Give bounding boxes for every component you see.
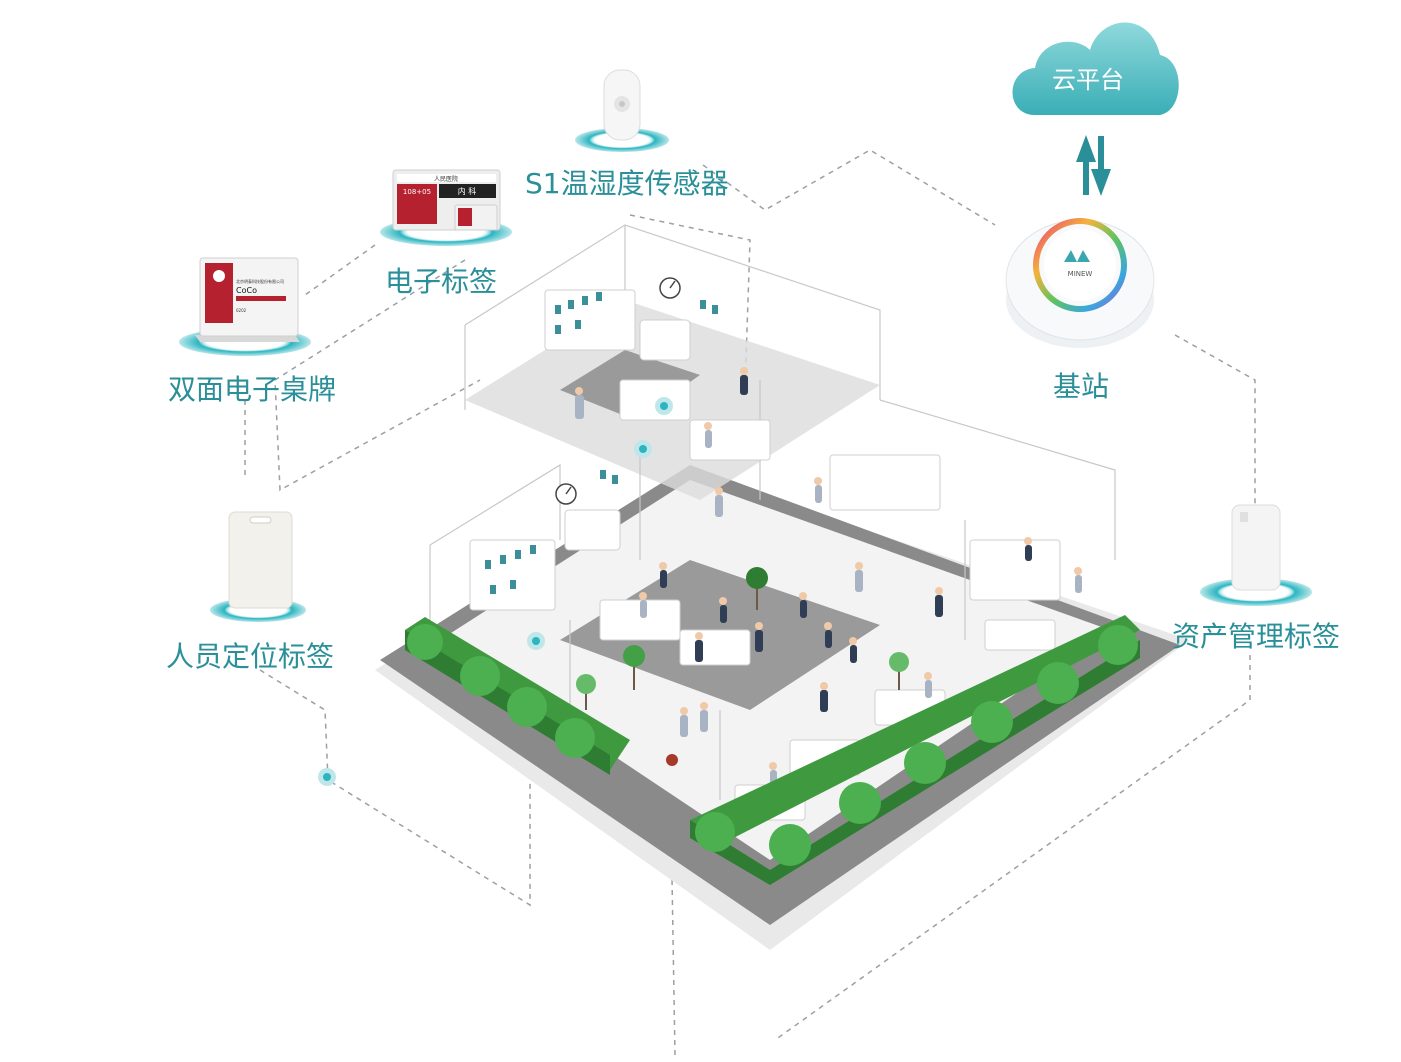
desk-sign-name: CoCo	[236, 286, 257, 295]
beacon-markers	[318, 397, 678, 786]
base-station-brand: MINEW	[1068, 270, 1093, 278]
wall-clocks	[555, 277, 681, 505]
temp-sensor-device	[575, 69, 669, 152]
hedge-right	[690, 615, 1140, 885]
sync-arrows-icon	[1076, 135, 1111, 196]
furniture	[469, 289, 1061, 821]
temp-sensor-label: S1温湿度传感器	[525, 167, 729, 200]
e-tag-header: 人民医院	[434, 175, 458, 183]
e-tag-device: 人民医院 108+05 内 科	[380, 169, 512, 246]
shelf-items	[485, 292, 718, 594]
e-tag-label: 电子标签	[385, 265, 498, 298]
person-tag-device	[210, 511, 306, 622]
hedge-left	[405, 617, 630, 775]
base-station-label: 基站	[1053, 370, 1110, 403]
asset-tag-device	[1200, 504, 1312, 606]
asset-tag-label: 资产管理标签	[1172, 620, 1341, 653]
base-station-device: MINEW	[1005, 218, 1155, 348]
potted-trees	[576, 567, 909, 710]
person-tag-label: 人员定位标签	[166, 640, 335, 673]
desk-sign-label: 双面电子桌牌	[168, 373, 337, 406]
cloud-icon	[1012, 22, 1179, 115]
desk-sign-device: 北京明泰科技股份有限公司 CoCo 0202	[179, 257, 311, 356]
cloud-label: 云平台	[1052, 66, 1124, 94]
e-tag-dept: 内 科	[458, 186, 477, 196]
e-tag-room: 108+05	[403, 188, 431, 196]
connection-lines	[244, 149, 1256, 1056]
desk-sign-company: 北京明泰科技股份有限公司	[236, 278, 284, 284]
desk-sign-id: 0202	[236, 308, 247, 313]
